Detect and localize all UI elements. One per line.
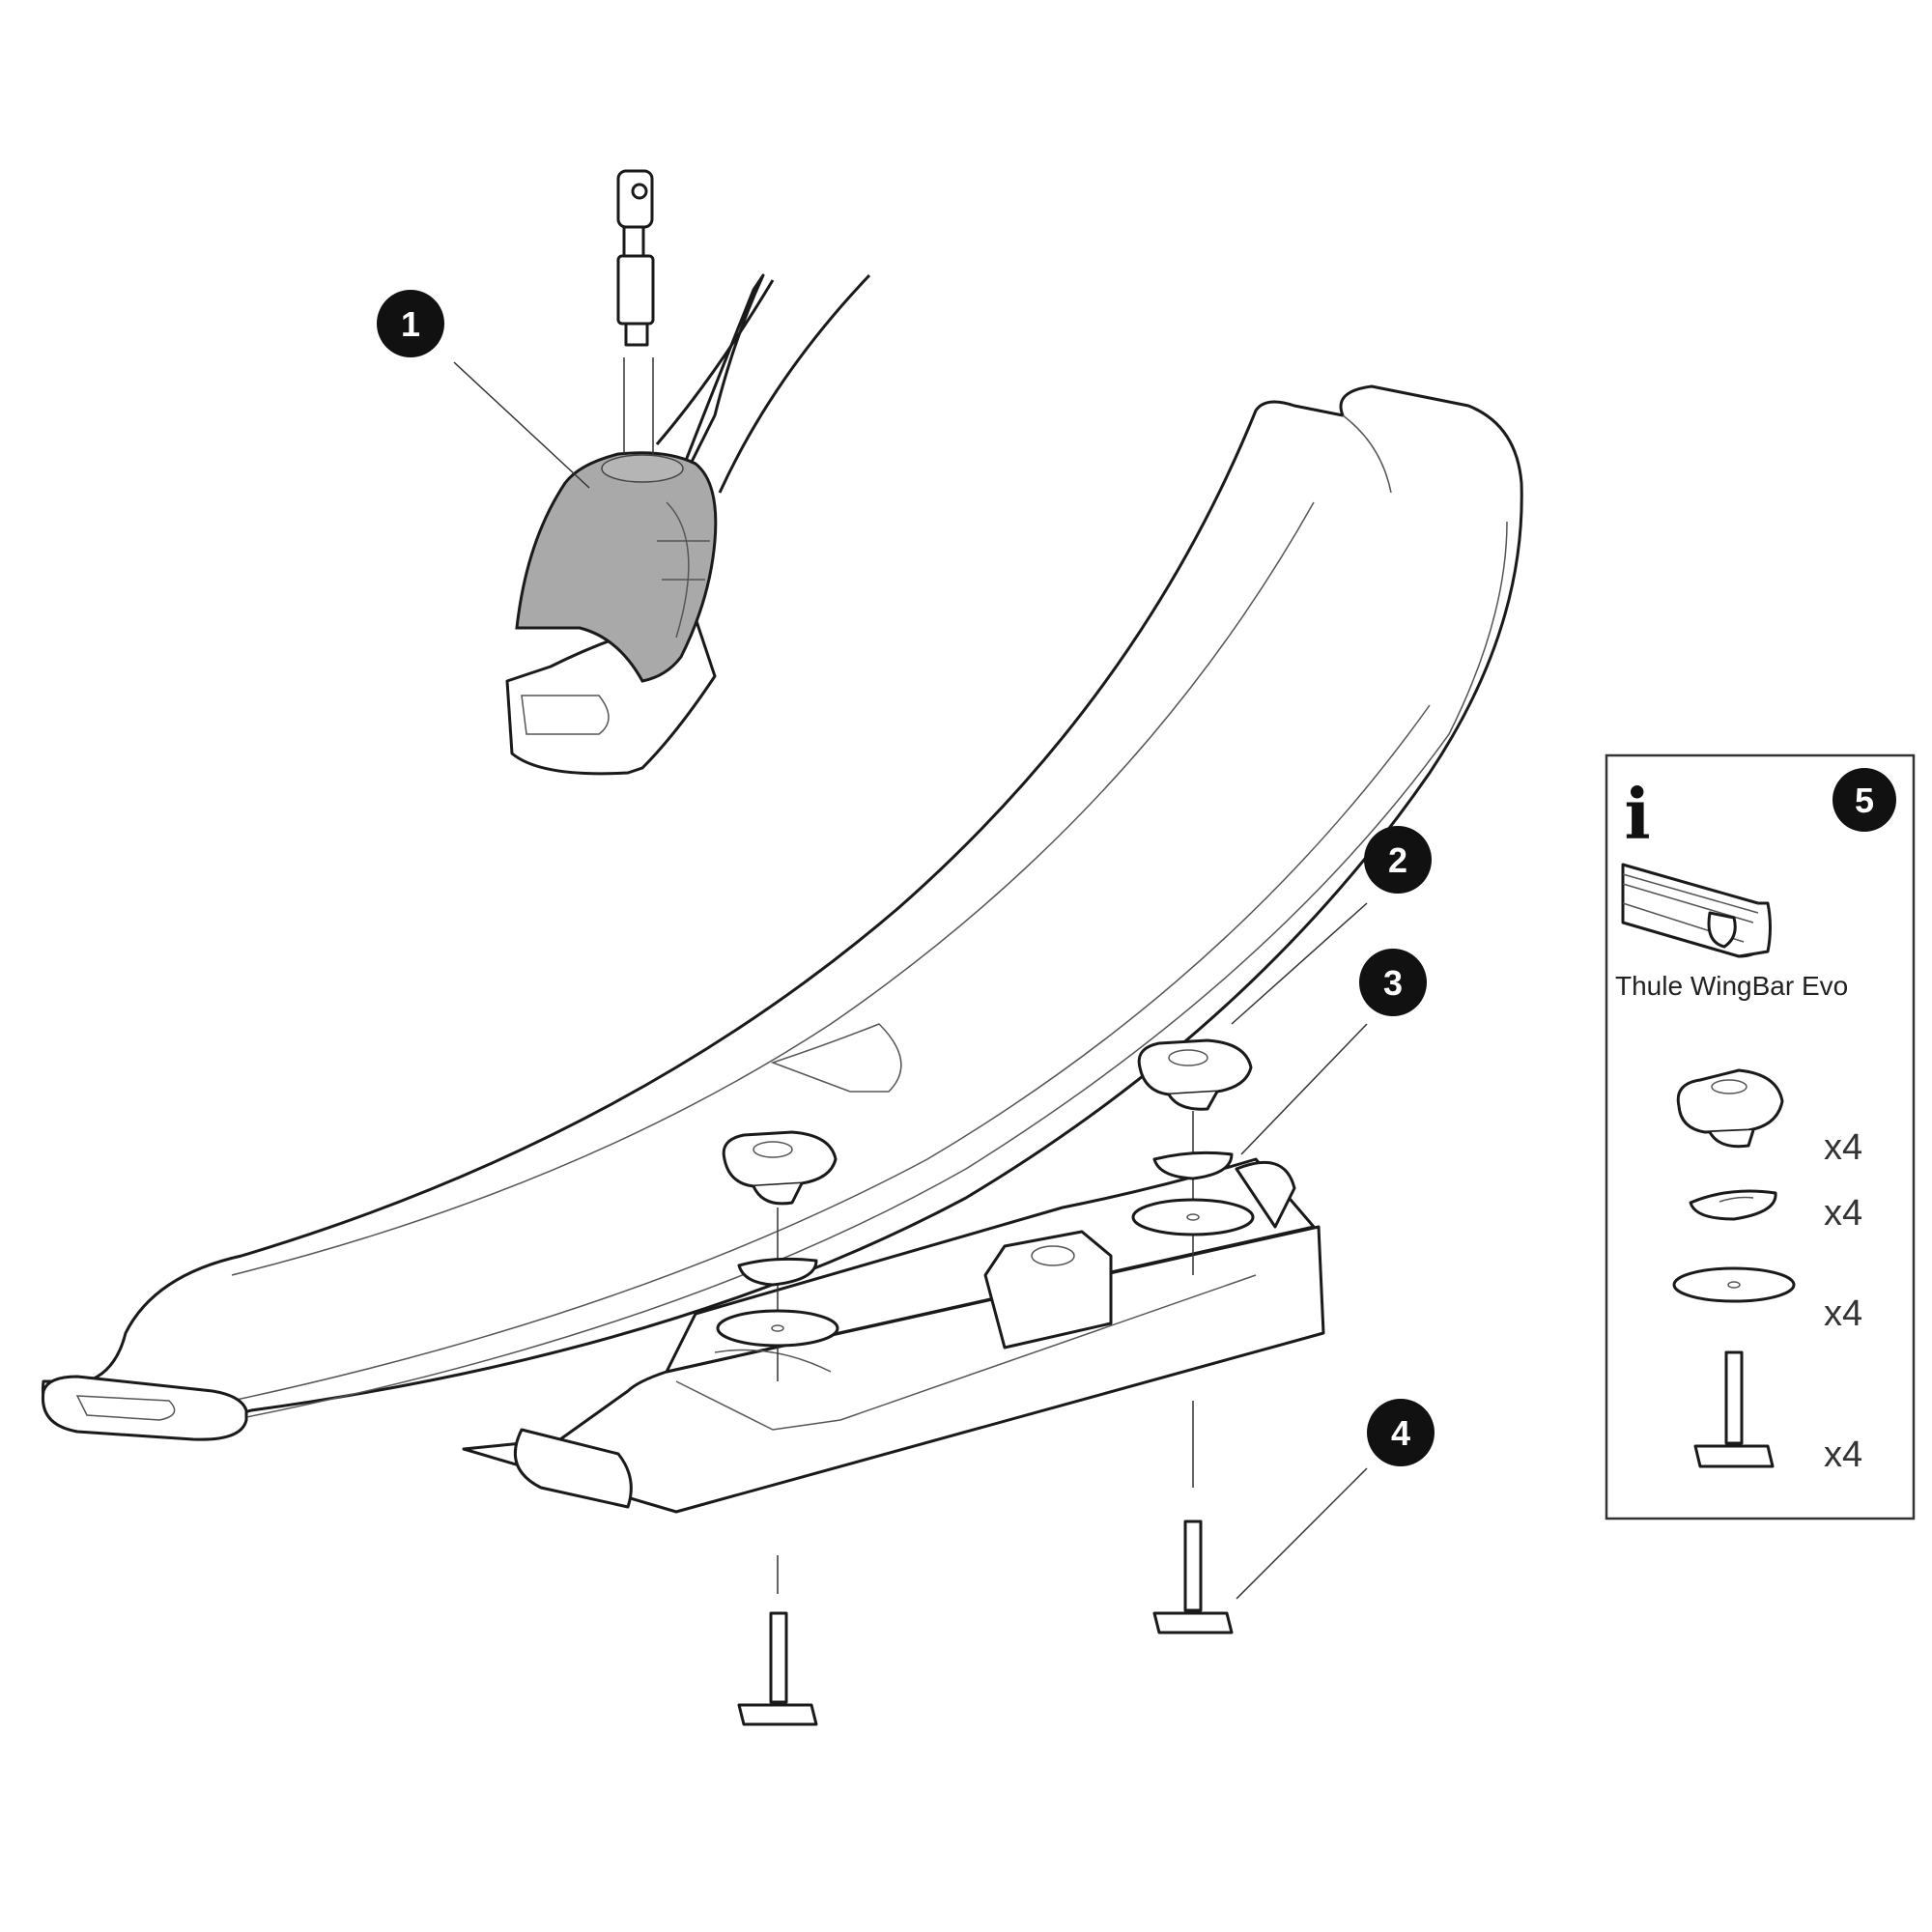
knob-qty: x4 [1824, 1127, 1862, 1168]
callout-2-label: 2 [1388, 840, 1407, 880]
callout-2: 2 [1364, 826, 1432, 894]
flat-washer-part [1672, 1266, 1796, 1303]
hardware-left [716, 1130, 839, 1726]
flat-washer-qty: x4 [1824, 1293, 1862, 1334]
lock-assembly [453, 169, 871, 776]
wingbar-name: Thule WingBar Evo [1615, 971, 1848, 1001]
info-icon: i [1624, 773, 1650, 855]
wingbar-illustration [1621, 863, 1772, 958]
t-bolt-part [1693, 1350, 1775, 1468]
callout-4: 4 [1367, 1399, 1435, 1466]
callout-4-label: 4 [1391, 1413, 1410, 1453]
callout-1-label: 1 [401, 304, 420, 344]
knob-part [1676, 1068, 1784, 1149]
t-bolt-qty: x4 [1824, 1435, 1862, 1475]
curved-washer-qty: x4 [1824, 1193, 1862, 1234]
lock-cover [515, 451, 718, 683]
hardware-right [1131, 1038, 1255, 1634]
info-box: i 5 Thule WingBar Evo x4 x4 [1605, 753, 1916, 1520]
key [616, 169, 655, 454]
callout-3: 3 [1359, 949, 1427, 1016]
curved-washer-part [1689, 1189, 1777, 1221]
callout-5: 5 [1833, 768, 1896, 832]
callout-1: 1 [377, 290, 444, 357]
foot-pad-cover [41, 384, 1523, 1441]
callout-3-label: 3 [1383, 963, 1403, 1003]
callout-5-label: 5 [1855, 781, 1874, 820]
